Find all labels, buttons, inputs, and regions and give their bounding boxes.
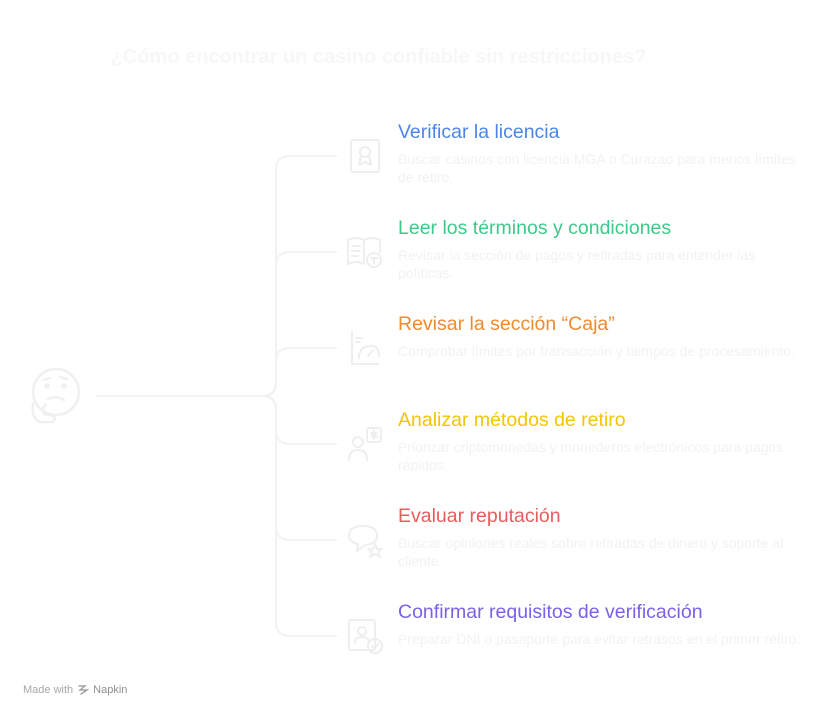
branch-3 [261,347,337,397]
license-icon [345,136,385,176]
item-description: Preparar DNI o pasaporte para evitar ret… [398,631,801,647]
item-description: Revisar la sección de pagos y retiradas … [398,247,756,281]
chat-star-icon [345,520,385,560]
item-title: Revisar la sección “Caja” [398,313,615,335]
item-analizar-metodos: Analizar métodos de retiro Priorizar cri… [398,408,803,474]
item-description: Buscar casinos con licencia MGA o Curaza… [398,151,796,185]
item-evaluar-reputacion: Evaluar reputación Buscar opiniones real… [398,504,803,570]
branch-5 [261,395,337,541]
thinking-face-icon [31,367,81,424]
item-title: Evaluar reputación [398,505,561,527]
item-title: Confirmar requisitos de verificación [398,601,703,623]
item-title: Verificar la licencia [398,121,560,143]
id-check-icon [345,616,385,656]
item-title: Analizar métodos de retiro [398,409,626,431]
item-revisar-caja: Revisar la sección “Caja” Comprobar lími… [398,312,803,360]
item-description: Comprobar límites por transacción y tiem… [398,343,795,359]
item-description: Buscar opiniones reales sobre retiradas … [398,535,784,569]
branch-4 [261,395,337,445]
diagram-title: ¿Cómo encontrar un casino confiable sin … [110,46,647,68]
book-terms-icon [345,232,385,272]
napkin-brand-label: Napkin [93,684,128,696]
item-description: Priorizar criptomonedas y monederos elec… [398,439,784,473]
napkin-logo-icon [78,685,90,695]
item-verificar-licencia: Verificar la licencia Buscar casinos con… [398,120,803,186]
branch-6 [261,395,337,637]
made-with-label: Made with [23,684,74,696]
branch-1 [261,155,337,397]
footer-credit: Made with Napkin [23,684,127,696]
person-wallet-icon [345,424,385,464]
item-title: Leer los términos y condiciones [398,217,672,239]
cashier-gauge-icon [345,328,385,368]
item-confirmar-verificacion: Confirmar requisitos de verificación Pre… [398,600,803,648]
branch-2 [261,251,337,397]
item-leer-terminos: Leer los términos y condiciones Revisar … [398,216,803,282]
